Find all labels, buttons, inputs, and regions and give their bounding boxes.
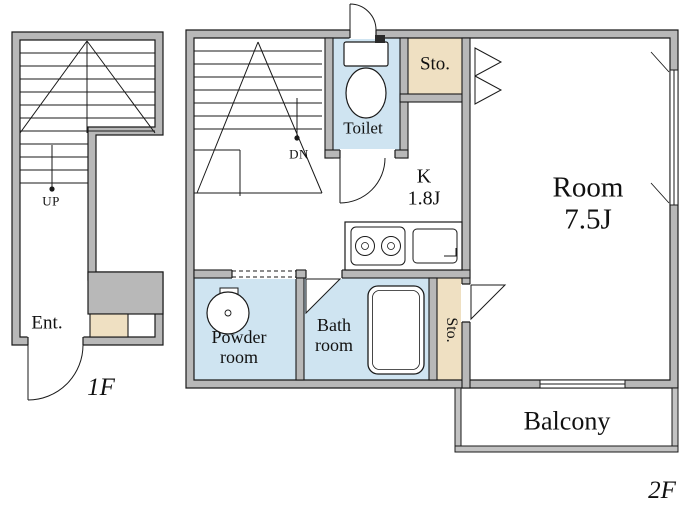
floor1-entrance-door (27, 336, 84, 401)
bathtub (367, 285, 425, 375)
floor1-plan (11, 31, 164, 401)
storage-top-label: Sto. (419, 53, 451, 75)
floor1-label: 1F (87, 374, 115, 401)
bath-room-label: Bath room (315, 314, 353, 355)
burner-right (381, 236, 401, 256)
balcony-label: Balcony (523, 406, 611, 436)
room-label: Room 7.5J (552, 171, 624, 236)
toilet-fixture (343, 35, 389, 119)
closet-doors (474, 47, 503, 105)
toilet-label: Toilet (343, 118, 383, 138)
bath-door (305, 269, 343, 315)
powder-room-label: Powder room (211, 326, 267, 367)
storage-side-label: Sto. (442, 317, 460, 343)
stairs-up-label: UP (42, 193, 60, 209)
storage-top-floor (400, 38, 470, 102)
powder-basin (206, 287, 250, 335)
floor2-label: 2F (648, 477, 676, 504)
floor2-stairs (194, 41, 323, 196)
kitchen-sink (412, 228, 458, 264)
kitchen-faucet (444, 248, 457, 257)
balcony-window (539, 379, 626, 389)
floor2-entrance-door (349, 3, 377, 39)
kitchen-counter (344, 221, 463, 271)
powder-room-floor (194, 278, 304, 380)
room-door (461, 283, 507, 323)
stove (350, 226, 406, 266)
burner-left (355, 236, 375, 256)
floor1-entry-mat (89, 313, 129, 338)
stairs-down-label: DN (289, 146, 309, 162)
toilet-door (339, 149, 396, 204)
powder-room-opening (231, 269, 297, 279)
kitchen-label: K 1.8J (407, 165, 441, 210)
floor1-cabinet-block (87, 271, 164, 315)
floor1-stairs (19, 40, 156, 192)
balcony-walls (454, 387, 679, 453)
entrance-label: Ent. (31, 312, 63, 334)
right-wall-window (650, 51, 679, 206)
floor2-plan (185, 3, 679, 453)
